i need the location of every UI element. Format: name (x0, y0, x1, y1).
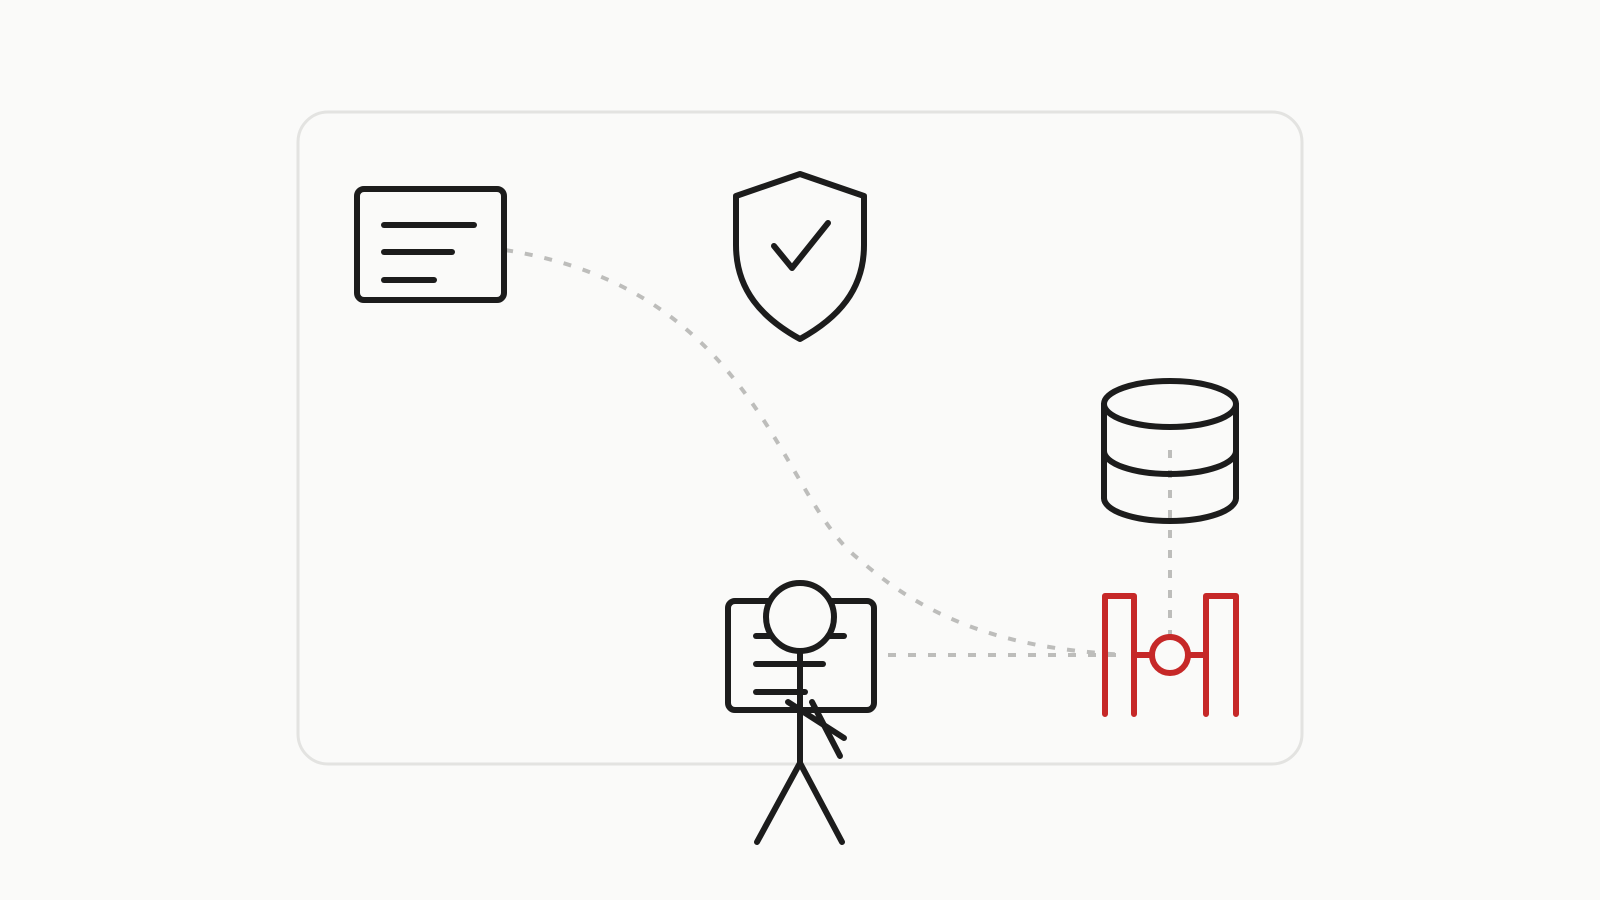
shield-check-icon (733, 171, 867, 342)
red-gate-connector-icon (1102, 593, 1239, 717)
database-icon (1101, 378, 1239, 524)
stick-figure-icon (754, 580, 847, 845)
connectors (504, 248, 1172, 657)
connector-document-to-gate (504, 248, 1126, 657)
document-card-icon (354, 186, 507, 303)
